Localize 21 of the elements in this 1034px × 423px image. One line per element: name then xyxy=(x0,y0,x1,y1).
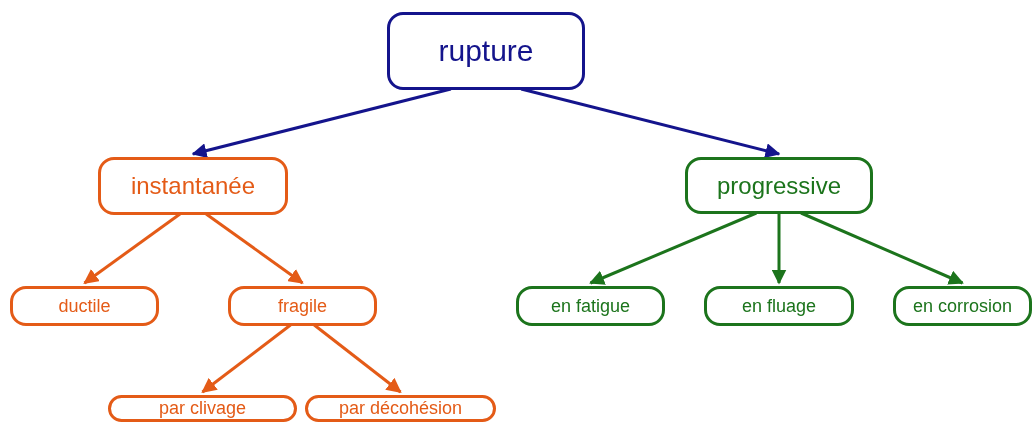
node-label: en corrosion xyxy=(912,295,1013,317)
rounded-box xyxy=(685,157,873,214)
rounded-box xyxy=(387,12,585,90)
node-label: en fatigue xyxy=(550,295,631,317)
node-label: progressive xyxy=(716,171,842,200)
node-label: fragile xyxy=(278,295,327,317)
node-label: par clivage xyxy=(158,398,246,419)
arrow xyxy=(771,213,787,285)
rounded-box xyxy=(98,157,288,215)
rounded-box xyxy=(516,286,665,326)
node-label: rupture xyxy=(438,34,534,68)
node-label: ductile xyxy=(58,295,111,317)
node-label: par décohésion xyxy=(338,398,463,419)
rounded-box xyxy=(704,286,854,326)
rounded-box xyxy=(305,395,496,422)
node-label: instantanée xyxy=(130,172,256,200)
rounded-box xyxy=(893,286,1032,326)
rounded-box xyxy=(228,286,377,326)
rounded-box xyxy=(10,286,159,326)
node-label: en fluage xyxy=(741,295,817,317)
rounded-box xyxy=(108,395,297,422)
